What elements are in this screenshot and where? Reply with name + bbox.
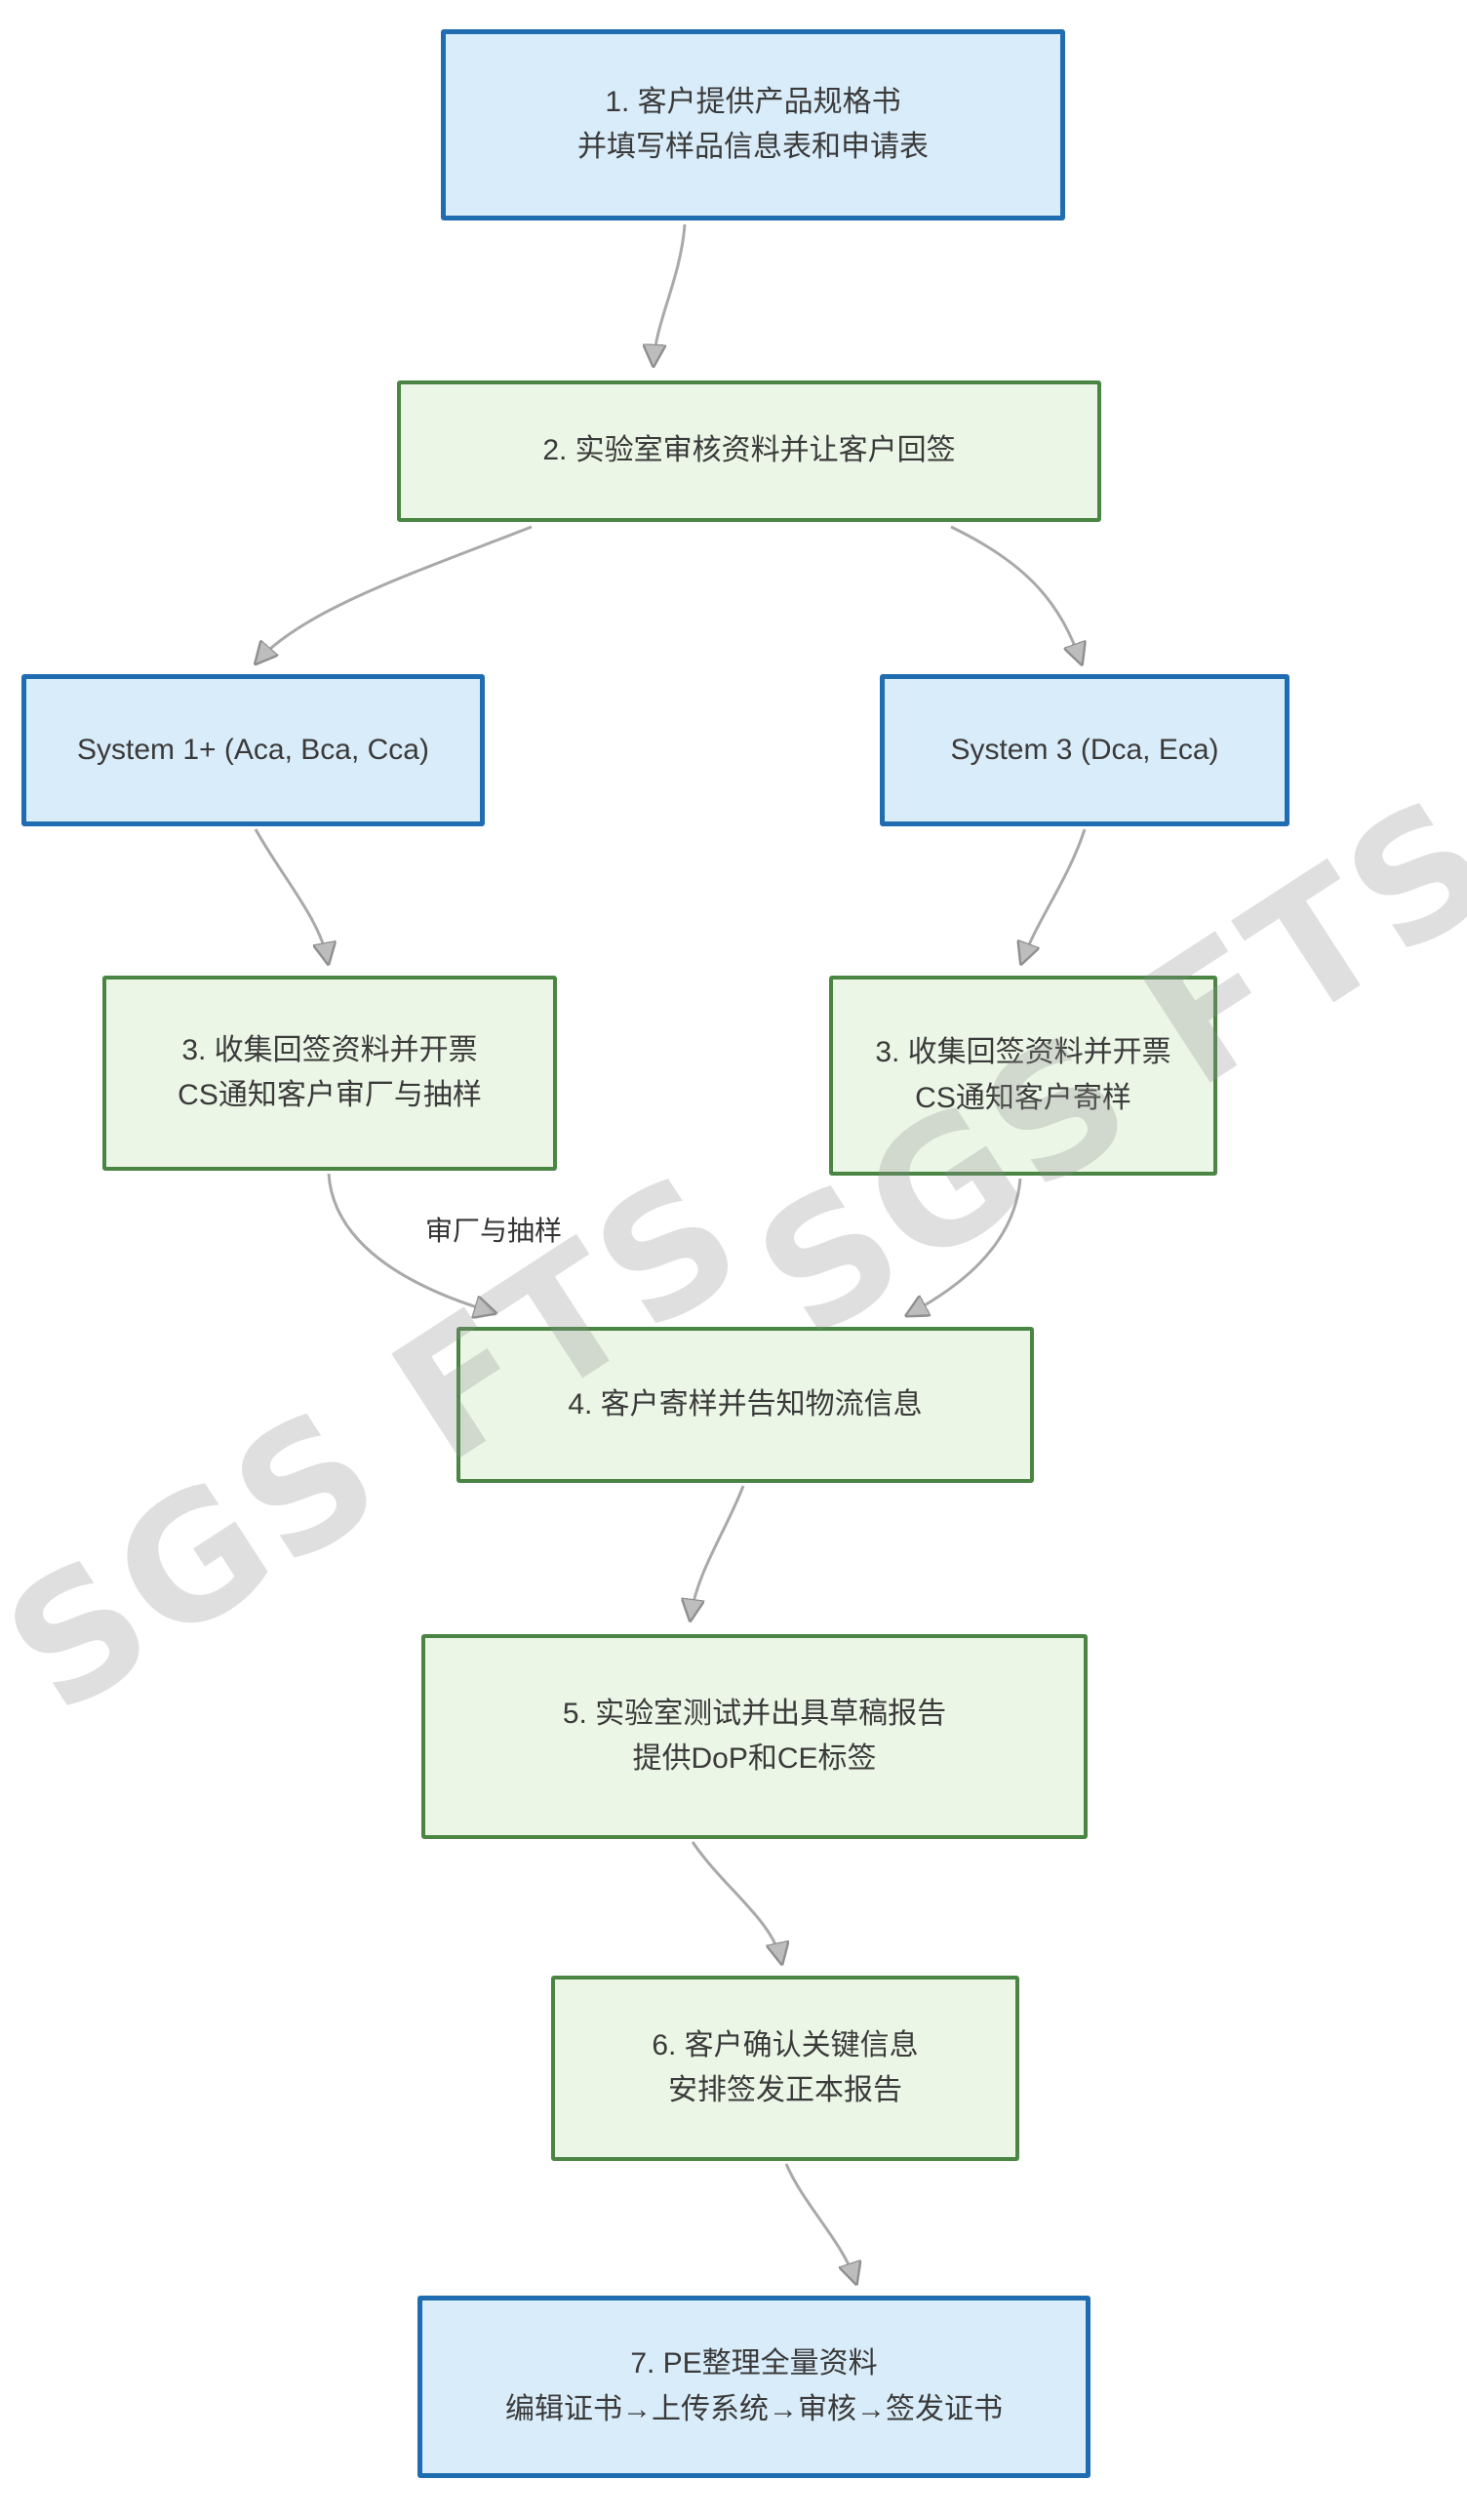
node-system3: System 3 (Dca, Eca) (880, 674, 1289, 826)
node-system1plus-line1: System 1+ (Aca, Bca, Cca) (77, 733, 429, 766)
edge-system3-to-step3-right (1022, 828, 1087, 961)
node-system1plus: System 1+ (Aca, Bca, Cca) (21, 674, 485, 826)
node-system3-line1: System 3 (Dca, Eca) (950, 733, 1219, 766)
node-step3-left: 3. 收集回签资料并开票 CS通知客户审厂与抽样 (102, 976, 557, 1171)
node-step7: 7. PE整理全量资料 编辑证书→上传系统→审核→签发证书 (417, 2296, 1090, 2478)
node-step5-line1: 5. 实验室测试并出具草稿报告 (562, 1697, 947, 1730)
node-step2: 2. 实验室审核资料并让客户回签 (397, 380, 1101, 522)
edge-system1plus-to-step3-left (254, 828, 328, 961)
node-step5: 5. 实验室测试并出具草稿报告 提供DoP和CE标签 (421, 1634, 1088, 1839)
edge-step3-left-to-step4 (327, 1173, 493, 1312)
node-step4: 4. 客户寄样并告知物流信息 (456, 1327, 1034, 1483)
node-step4-line1: 4. 客户寄样并告知物流信息 (568, 1387, 923, 1420)
edge-step4-to-step5 (691, 1485, 745, 1618)
node-step1: 1. 客户提供产品规格书 并填写样品信息表和申请表 (441, 29, 1065, 220)
node-step3-right-line2: CS通知客户寄样 (915, 1081, 1131, 1114)
node-step3-right-line1: 3. 收集回签资料并开票 (875, 1036, 1171, 1068)
edge-step5-to-step6 (691, 1841, 781, 1961)
edge-step3-right-to-step4 (909, 1178, 1022, 1314)
node-step1-line1: 1. 客户提供产品规格书 (605, 85, 901, 118)
node-step3-right: 3. 收集回签资料并开票 CS通知客户寄样 (829, 976, 1217, 1176)
edge-step2-to-system3 (950, 525, 1081, 661)
edge-step6-to-step7 (784, 2163, 855, 2281)
edge-step2-to-system1plus (258, 525, 533, 661)
node-step1-line2: 并填写样品信息表和申请表 (577, 131, 929, 163)
node-step6-line1: 6. 客户确认关键信息 (652, 2028, 919, 2061)
node-step6-line2: 安排签发正本报告 (668, 2074, 902, 2106)
node-step3-left-line2: CS通知客户审厂与抽样 (178, 1079, 482, 1111)
edge-step1-to-step2 (654, 223, 687, 363)
node-step5-line2: 提供DoP和CE标签 (632, 1742, 877, 1775)
node-step7-line2: 编辑证书→上传系统→审核→签发证书 (505, 2392, 1003, 2425)
edge-label-audit-and-sampling: 审厂与抽样 (425, 1216, 563, 1246)
node-step2-line1: 2. 实验室审核资料并让客户回签 (542, 434, 956, 467)
node-step6: 6. 客户确认关键信息 安排签发正本报告 (551, 1976, 1019, 2161)
node-step3-left-line1: 3. 收集回签资料并开票 (181, 1033, 478, 1066)
node-step7-line1: 7. PE整理全量资料 (630, 2347, 878, 2380)
